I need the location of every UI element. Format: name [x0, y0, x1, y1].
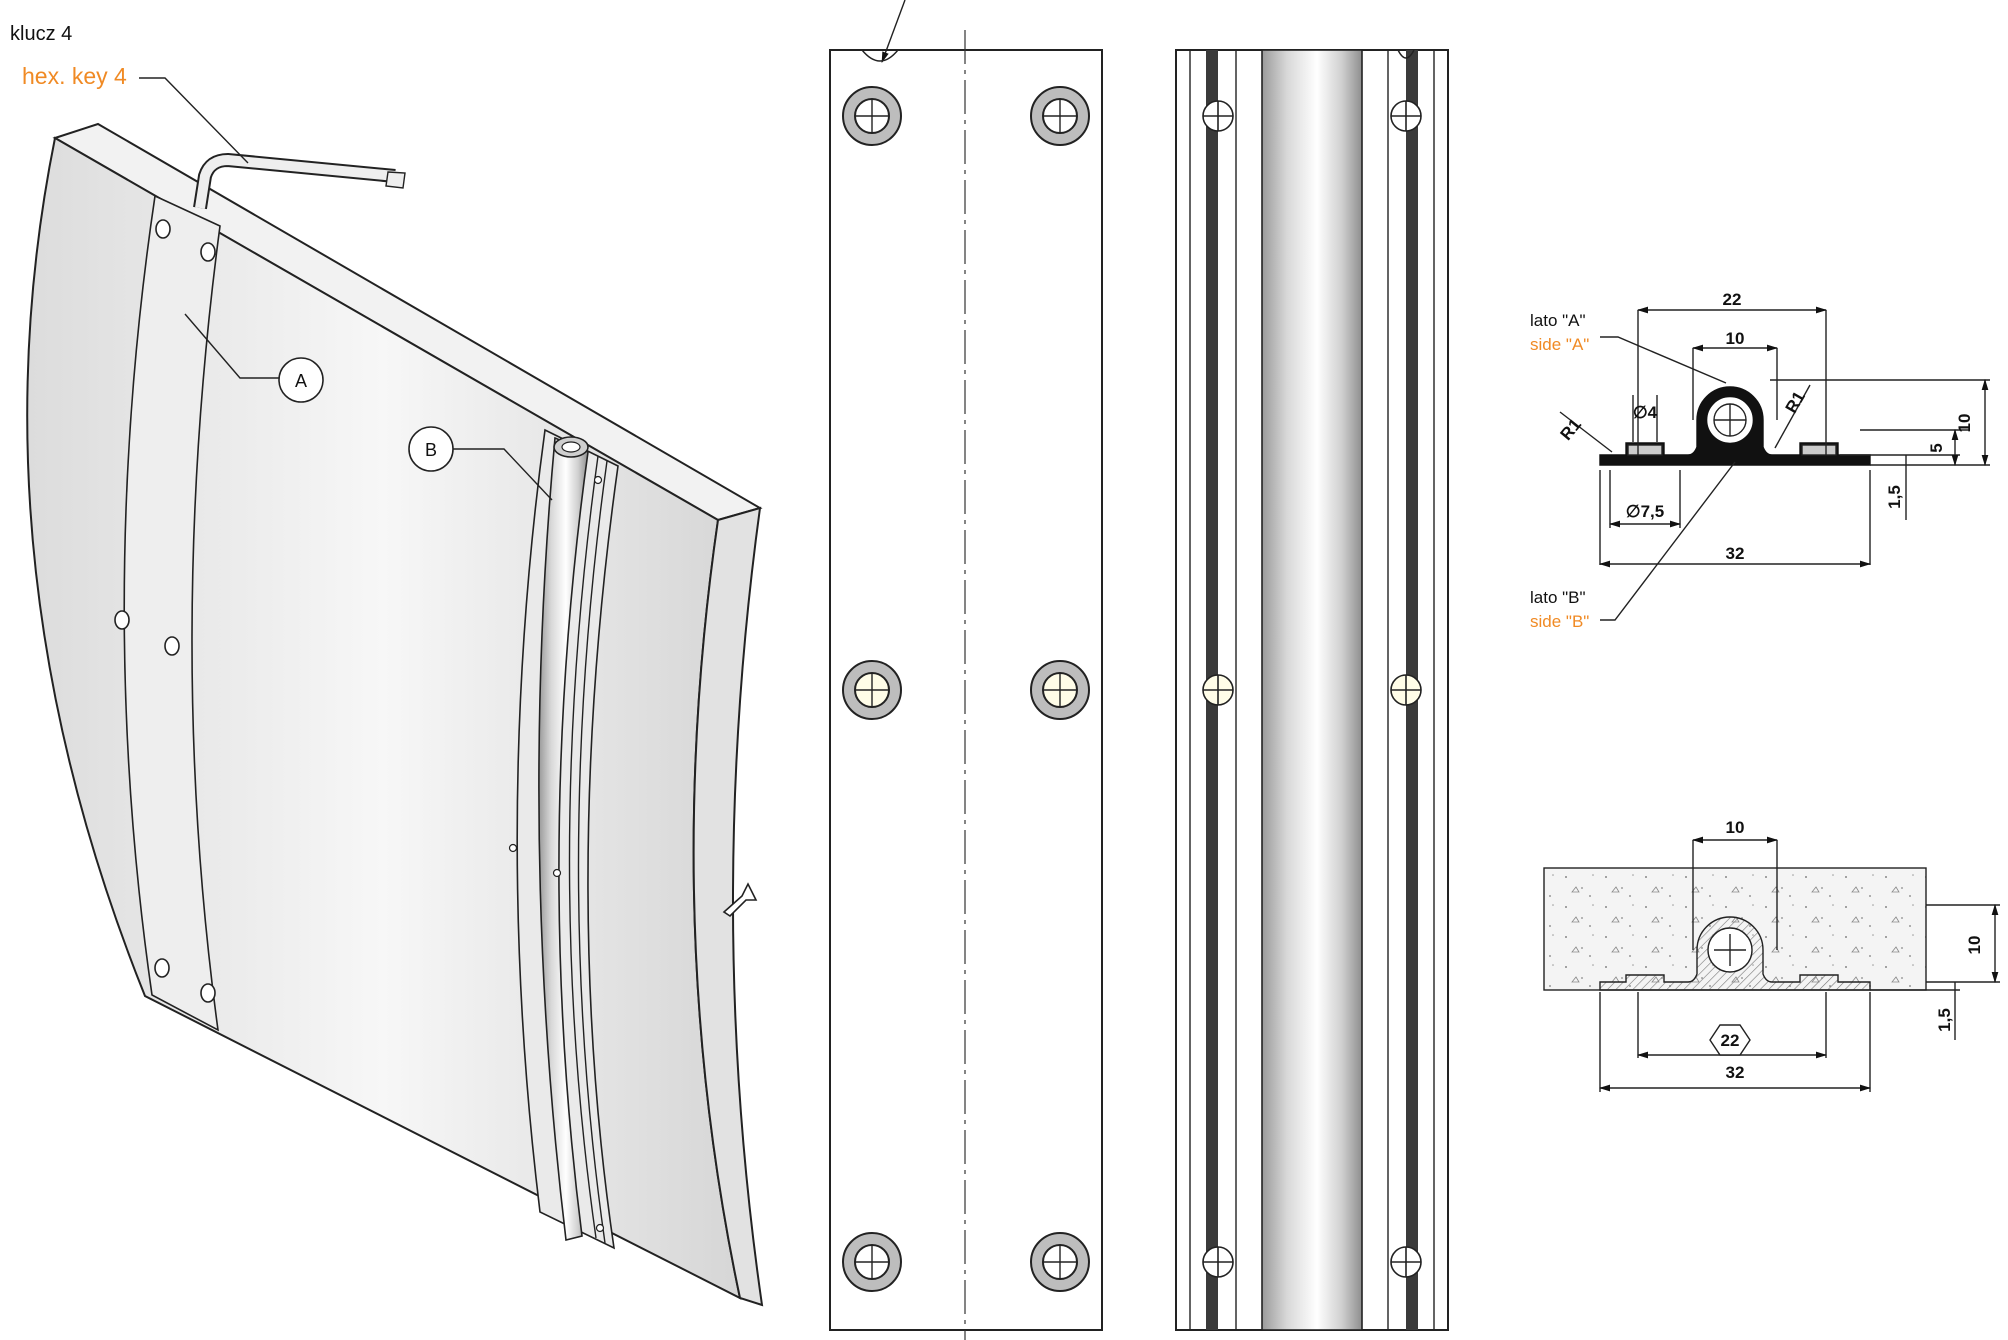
callout-a-bubble — [278, 357, 324, 403]
svg-text:1,5: 1,5 — [1935, 1008, 1954, 1032]
strip-b-groove-2 — [577, 460, 608, 1244]
key-leader-line — [139, 77, 249, 164]
front-view-strip-a — [829, 0, 1103, 1340]
svg-text:32: 32 — [1726, 1063, 1745, 1082]
panel-side-face — [692, 506, 764, 1307]
strip-a-bolt-holes — [842, 86, 1090, 1292]
tube-b — [538, 436, 589, 1241]
callout-b-bubble — [408, 426, 454, 472]
arrow-icon — [722, 882, 758, 918]
svg-text:10: 10 — [1726, 329, 1745, 348]
side-b-label-pl: lato "B" — [1530, 588, 1586, 607]
svg-text:R1: R1 — [1557, 415, 1586, 444]
svg-text:R1: R1 — [1782, 388, 1809, 416]
strip-a — [123, 194, 221, 1032]
key-label-pl: klucz 4 — [10, 23, 72, 45]
side-a-label-en: side "A" — [1530, 335, 1589, 354]
section-embedded — [1543, 836, 2000, 1092]
section-profile — [1559, 306, 1990, 621]
svg-text:∅7,5: ∅7,5 — [1626, 502, 1664, 521]
svg-text:10: 10 — [1955, 414, 1974, 433]
svg-text:32: 32 — [1726, 544, 1745, 563]
key-arrow — [881, 0, 906, 64]
strip-b-bolt-holes — [1202, 100, 1422, 1278]
side-b-label-en: side "B" — [1530, 612, 1589, 631]
svg-text:10: 10 — [1726, 818, 1745, 837]
strip-b-groove — [568, 455, 599, 1239]
callout-b-label: B — [425, 440, 437, 460]
callout-a-label: A — [295, 371, 307, 391]
side-a-label-pl: lato "A" — [1530, 311, 1586, 330]
svg-text:10: 10 — [1965, 936, 1984, 955]
key-label-en: hex. key 4 — [22, 63, 127, 89]
callout-a-leader — [184, 313, 279, 379]
hex-key-icon — [193, 152, 406, 210]
svg-text:22: 22 — [1723, 290, 1742, 309]
front-view-strip-b — [1175, 49, 1449, 1331]
svg-text:5: 5 — [1927, 443, 1946, 452]
svg-text:1,5: 1,5 — [1885, 485, 1904, 509]
callout-b-leader — [453, 448, 553, 501]
strip-a-holes — [114, 219, 216, 1003]
strip-b-holes — [508, 475, 605, 1233]
isometric-view: klucz 4 hex. key 4 A B — [10, 23, 764, 1307]
svg-text:∅4: ∅4 — [1633, 403, 1658, 422]
svg-text:22: 22 — [1721, 1031, 1740, 1050]
section-embedded-labels: 10 10 1,5 22 32 — [1721, 818, 1984, 1082]
